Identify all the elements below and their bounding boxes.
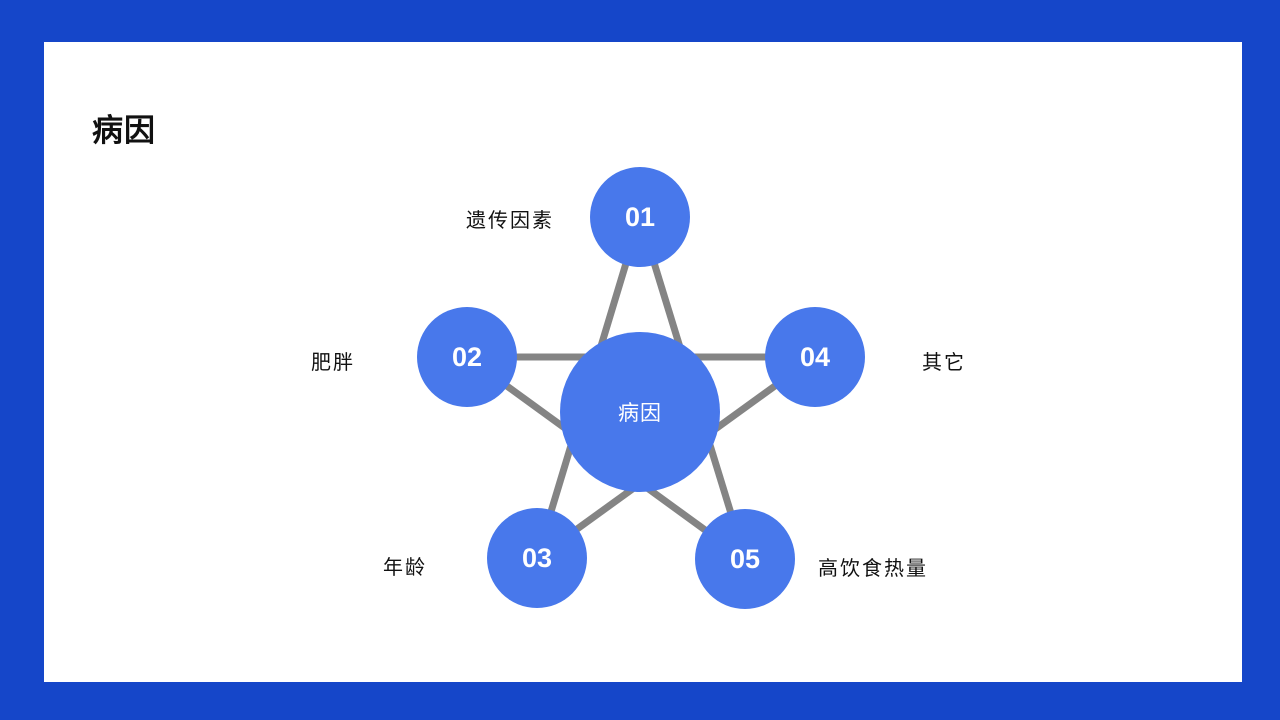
diagram-node-03: 03 bbox=[487, 508, 587, 608]
node-label-age: 年龄 bbox=[383, 557, 427, 579]
node-number: 03 bbox=[521, 542, 553, 573]
diagram-center-node: 病因 bbox=[560, 332, 720, 492]
diagram-node-05: 05 bbox=[695, 509, 795, 609]
diagram-node-04: 04 bbox=[765, 307, 865, 407]
diagram-node-01: 01 bbox=[590, 167, 690, 267]
node-label-genetic-factors: 遗传因素 bbox=[466, 210, 554, 232]
node-label-obesity: 肥胖 bbox=[311, 352, 355, 374]
node-number: 02 bbox=[451, 341, 483, 372]
node-number: 05 bbox=[729, 543, 761, 574]
diagram-node-02: 02 bbox=[417, 307, 517, 407]
center-node-label: 病因 bbox=[618, 402, 662, 425]
node-number: 04 bbox=[799, 341, 831, 372]
node-number: 01 bbox=[624, 201, 656, 232]
slide-title: 病因 bbox=[92, 112, 156, 148]
node-label-high-dietary-calories: 高饮食热量 bbox=[818, 558, 928, 580]
node-label-other: 其它 bbox=[922, 352, 966, 374]
